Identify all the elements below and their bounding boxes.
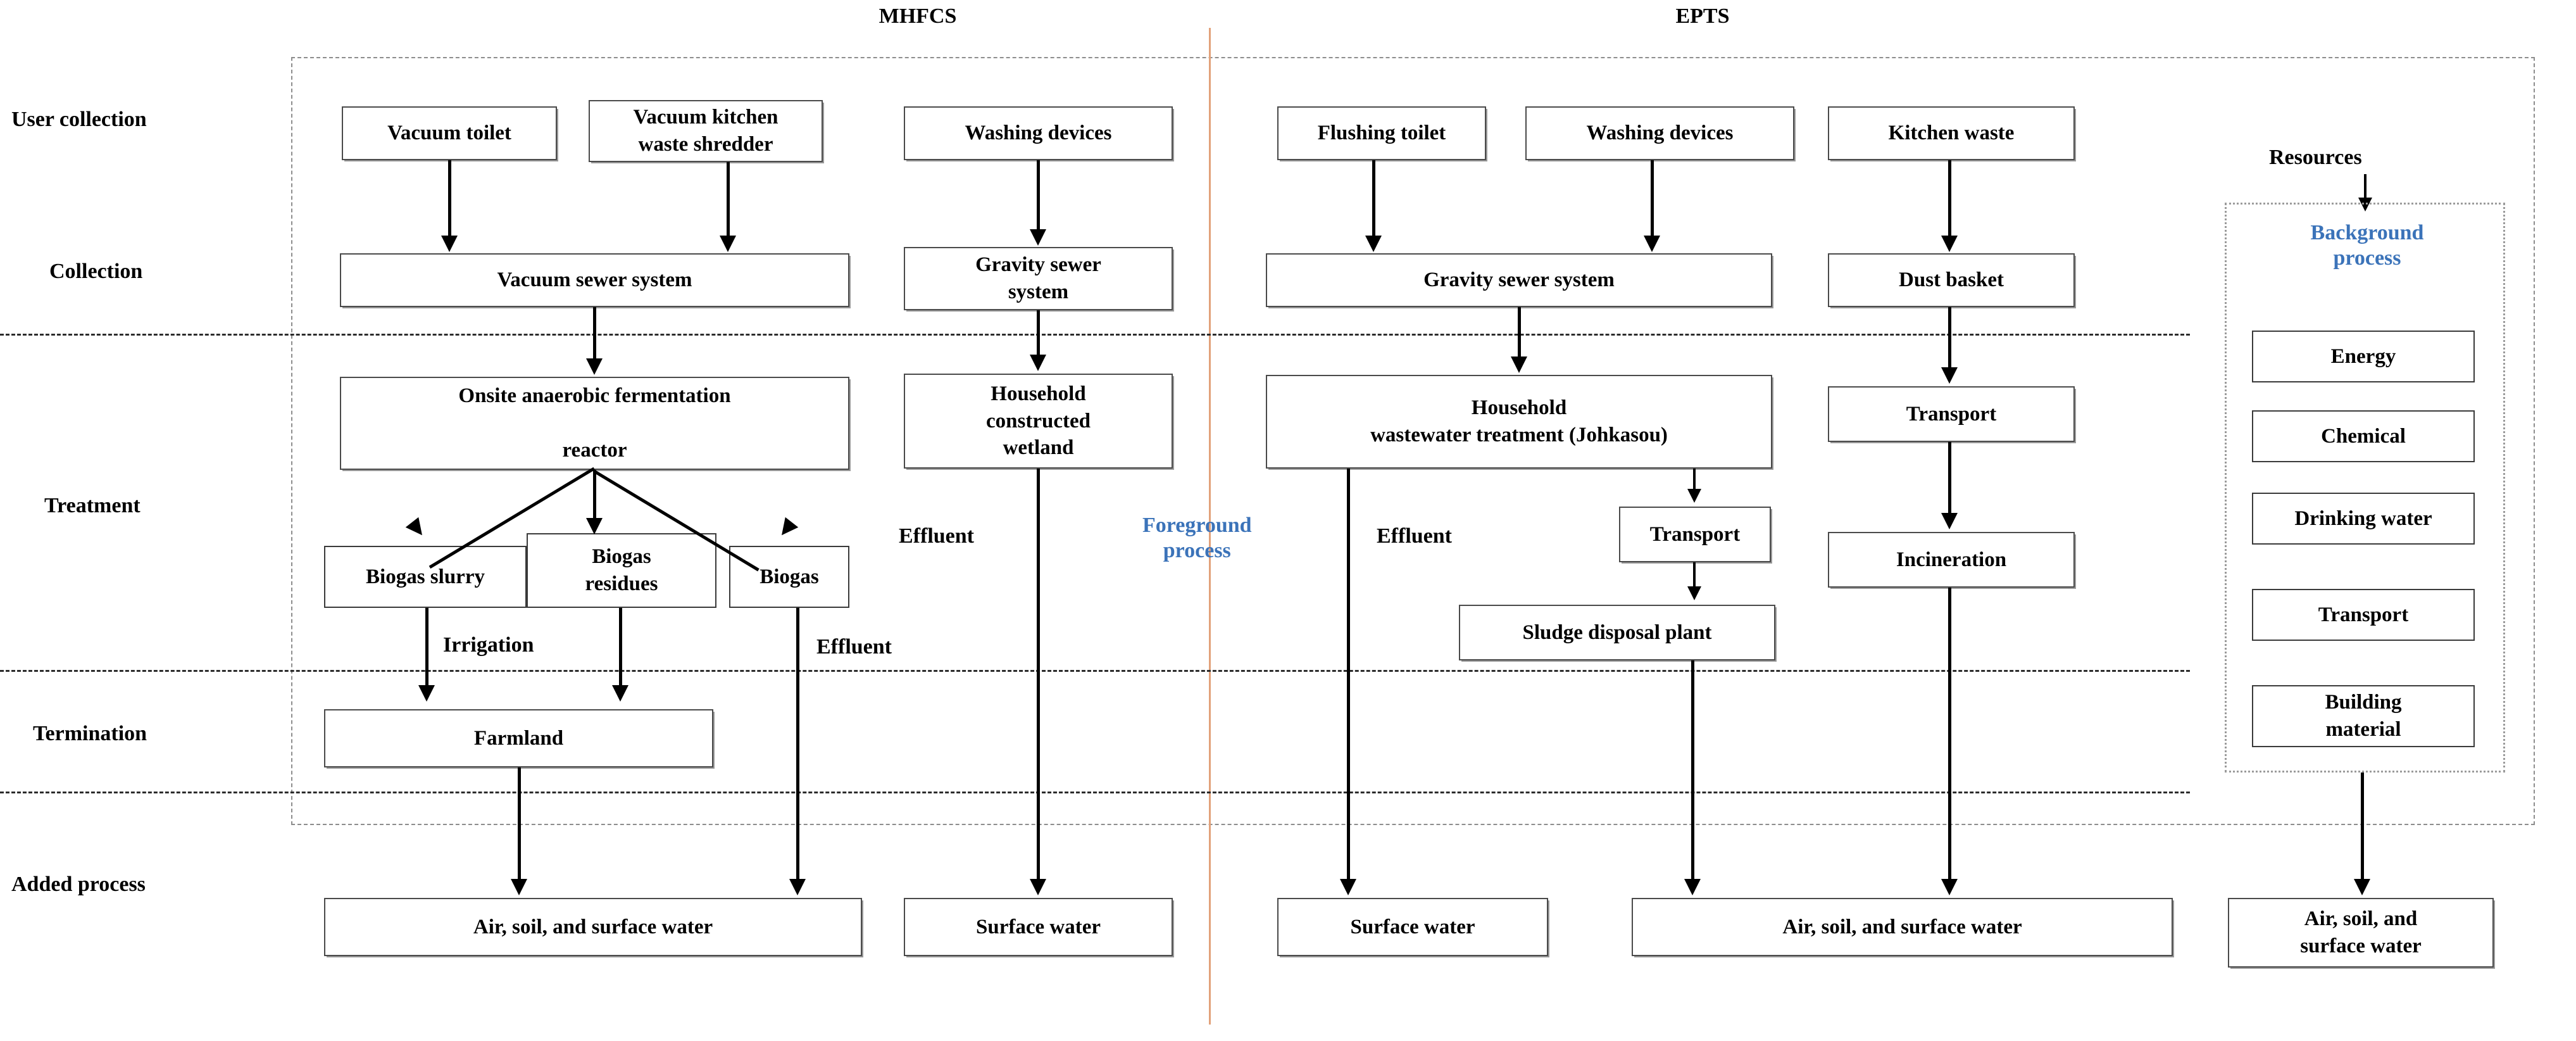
arrowhead-dust-basket-to-transport — [1941, 367, 1958, 384]
system-title-epts: EPTS — [1675, 4, 1730, 28]
separator-collection-treatment — [0, 334, 2190, 336]
connector-sludge-plant-to-air-soil-water — [1691, 660, 1694, 880]
connector-kitchen-waste-to-dust-basket — [1948, 160, 1951, 237]
arrowhead-gravity-to-wetland — [1030, 355, 1046, 371]
arrowhead-flushing-toilet — [1365, 236, 1382, 252]
box-vacuum-toilet[interactable]: Vacuum toilet — [342, 106, 557, 160]
connector-flushing-toilet-to-gravity — [1372, 160, 1375, 237]
box-household-constructed-wetland[interactable]: Household constructed wetland — [904, 374, 1173, 469]
edge-label-effluent-wetland: Effluent — [899, 524, 974, 548]
box-washing-devices-epts[interactable]: Washing devices — [1525, 106, 1794, 160]
stage-label-termination: Termination — [33, 722, 147, 745]
box-biogas-residues[interactable]: Biogas residues — [527, 533, 716, 608]
arrowhead-washing-mhfcs — [1030, 229, 1046, 246]
stage-label-collection: Collection — [49, 260, 143, 283]
arrowhead-kitchen-waste — [1941, 236, 1958, 252]
box-transport-incineration[interactable]: Transport — [1828, 386, 2075, 442]
box-air-soil-surface-water-mhfcs[interactable]: Air, soil, and surface water — [324, 898, 862, 956]
box-onsite-anaerobic-fermentation-reactor[interactable]: Onsite anaerobic fermentation reactor — [340, 377, 849, 470]
arrowhead-gravity-to-johkasou — [1511, 356, 1527, 373]
arrowhead-sewer-to-reactor — [586, 358, 603, 375]
box-sludge-disposal-plant[interactable]: Sludge disposal plant — [1459, 605, 1775, 660]
connector-gravity-to-johkasou — [1518, 307, 1521, 358]
arrowhead-biogas-to-added — [789, 879, 806, 895]
box-air-soil-surface-water-background[interactable]: Air, soil, and surface water — [2228, 898, 2494, 968]
box-bg-building-material[interactable]: Building material — [2252, 685, 2475, 747]
box-kitchen-waste[interactable]: Kitchen waste — [1828, 106, 2075, 160]
connector-incineration-to-air-soil-water — [1948, 588, 1951, 880]
arrowhead-vacuum-toilet — [441, 236, 458, 252]
box-bg-chemical[interactable]: Chemical — [2252, 410, 2475, 462]
arrowhead-shredder — [720, 236, 736, 252]
foreground-boundary — [291, 57, 2535, 825]
box-air-soil-surface-water-epts[interactable]: Air, soil, and surface water — [1632, 898, 2173, 956]
box-surface-water-mhfcs[interactable]: Surface water — [904, 898, 1173, 956]
arrowhead-sludge-plant-to-added — [1684, 879, 1701, 895]
background-process-panel — [2225, 203, 2505, 773]
box-transport-sludge[interactable]: Transport — [1619, 507, 1771, 562]
arrowhead-washing-epts — [1644, 236, 1660, 252]
box-biogas-slurry[interactable]: Biogas slurry — [324, 546, 527, 608]
connector-farmland-to-air-soil-water — [518, 767, 521, 880]
box-vacuum-sewer-system[interactable]: Vacuum sewer system — [340, 253, 849, 307]
box-surface-water-epts[interactable]: Surface water — [1277, 898, 1548, 956]
connector-resources-to-background — [2364, 174, 2367, 199]
box-farmland[interactable]: Farmland — [324, 709, 713, 767]
box-biogas[interactable]: Biogas — [729, 546, 849, 608]
box-vacuum-kitchen-waste-shredder[interactable]: Vacuum kitchen waste shredder — [589, 100, 823, 162]
arrowhead-resources — [2358, 198, 2372, 211]
arrowhead-johkasou-to-transport — [1687, 489, 1701, 503]
box-bg-transport[interactable]: Transport — [2252, 589, 2475, 641]
stage-label-user-collection: User collection — [11, 108, 147, 131]
connector-vacuum-toilet-to-sewer — [448, 160, 451, 237]
stage-label-treatment: Treatment — [44, 494, 141, 517]
system-title-mhfcs: MHFCS — [878, 4, 957, 28]
connector-background-to-air-soil-water — [2361, 773, 2364, 881]
connector-reactor-to-biogas-residues — [593, 470, 596, 522]
box-dust-basket[interactable]: Dust basket — [1828, 253, 2075, 307]
arrowhead-transport-to-sludge-plant — [1687, 586, 1701, 600]
annotation-resources: Resources — [2269, 146, 2362, 169]
arrowhead-farmland-left — [418, 685, 435, 702]
box-gravity-sewer-system-epts[interactable]: Gravity sewer system — [1266, 253, 1772, 307]
box-incineration[interactable]: Incineration — [1828, 532, 2075, 588]
connector-gravity-to-wetland — [1037, 310, 1040, 356]
edge-label-irrigation: Irrigation — [443, 633, 534, 657]
connector-sewer-to-reactor — [593, 307, 596, 359]
annotation-background-process: Background process — [2310, 221, 2424, 270]
separator-treatment-termination — [0, 670, 2190, 672]
box-washing-devices-mhfcs[interactable]: Washing devices — [904, 106, 1173, 160]
annotation-foreground-process: Foreground process — [1142, 514, 1252, 563]
edge-label-effluent-johkasou: Effluent — [1377, 524, 1452, 548]
arrowhead-transport-to-incineration — [1941, 513, 1958, 529]
arrowhead-farmland-to-added — [511, 879, 527, 895]
connector-biogas-residues-to-farmland — [619, 608, 622, 687]
box-flushing-toilet[interactable]: Flushing toilet — [1277, 106, 1486, 160]
arrowhead-wetland-to-surface — [1030, 879, 1046, 895]
stage-label-added-process: Added process — [11, 873, 146, 896]
box-bg-drinking-water[interactable]: Drinking water — [2252, 493, 2475, 545]
connector-johkasou-to-surface-water — [1347, 469, 1350, 880]
connector-johkasou-to-transport — [1693, 469, 1696, 491]
connector-shredder-to-sewer — [727, 162, 730, 237]
box-gravity-sewer-system-mhfcs[interactable]: Gravity sewer system — [904, 247, 1173, 310]
connector-washing-to-gravity-mhfcs — [1037, 160, 1040, 231]
separator-termination-added — [0, 792, 2190, 793]
arrowhead-johkasou-to-surface-water — [1340, 879, 1356, 895]
edge-label-effluent-biogas: Effluent — [816, 635, 892, 659]
connector-biogas-to-air-soil-water — [796, 608, 799, 880]
box-bg-energy[interactable]: Energy — [2252, 331, 2475, 382]
connector-biogas-slurry-to-farmland — [425, 608, 428, 687]
arrowhead-incineration-to-added — [1941, 879, 1958, 895]
arrowhead-biogas-residues — [586, 518, 603, 534]
connector-transport-to-incineration — [1948, 442, 1951, 515]
connector-wetland-to-surface-water — [1037, 469, 1040, 880]
connector-dust-basket-to-transport — [1948, 307, 1951, 369]
arrowhead-farmland-right — [612, 685, 628, 702]
connector-transport-to-sludge-plant — [1693, 562, 1696, 588]
system-divider — [1209, 28, 1211, 1025]
arrowhead-background-to-added — [2354, 879, 2370, 895]
connector-washing-epts-to-gravity — [1651, 160, 1654, 237]
box-household-wastewater-treatment-johkasou[interactable]: Household wastewater treatment (Johkasou… — [1266, 375, 1772, 469]
